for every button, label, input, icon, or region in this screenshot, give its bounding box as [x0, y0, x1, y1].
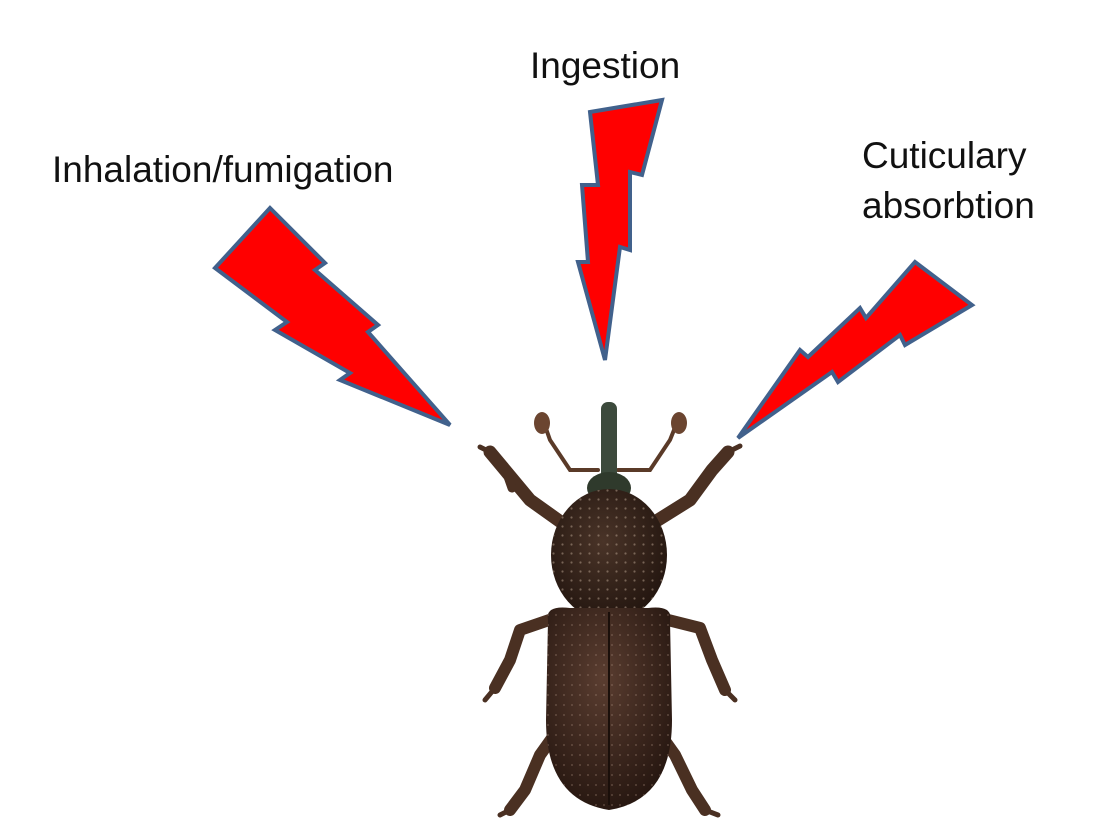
lightning-bolt-icon-right	[738, 262, 972, 438]
lightning-bolt-icon-center	[578, 100, 662, 360]
label-cuticular-line1: Cuticulary	[862, 134, 1027, 178]
label-inhalation: Inhalation/fumigation	[52, 148, 393, 192]
label-cuticular-line2: absorbtion	[862, 184, 1035, 228]
label-ingestion: Ingestion	[530, 44, 680, 88]
weevil-beetle-icon	[480, 402, 740, 815]
lightning-bolt-icon-left	[215, 208, 450, 425]
